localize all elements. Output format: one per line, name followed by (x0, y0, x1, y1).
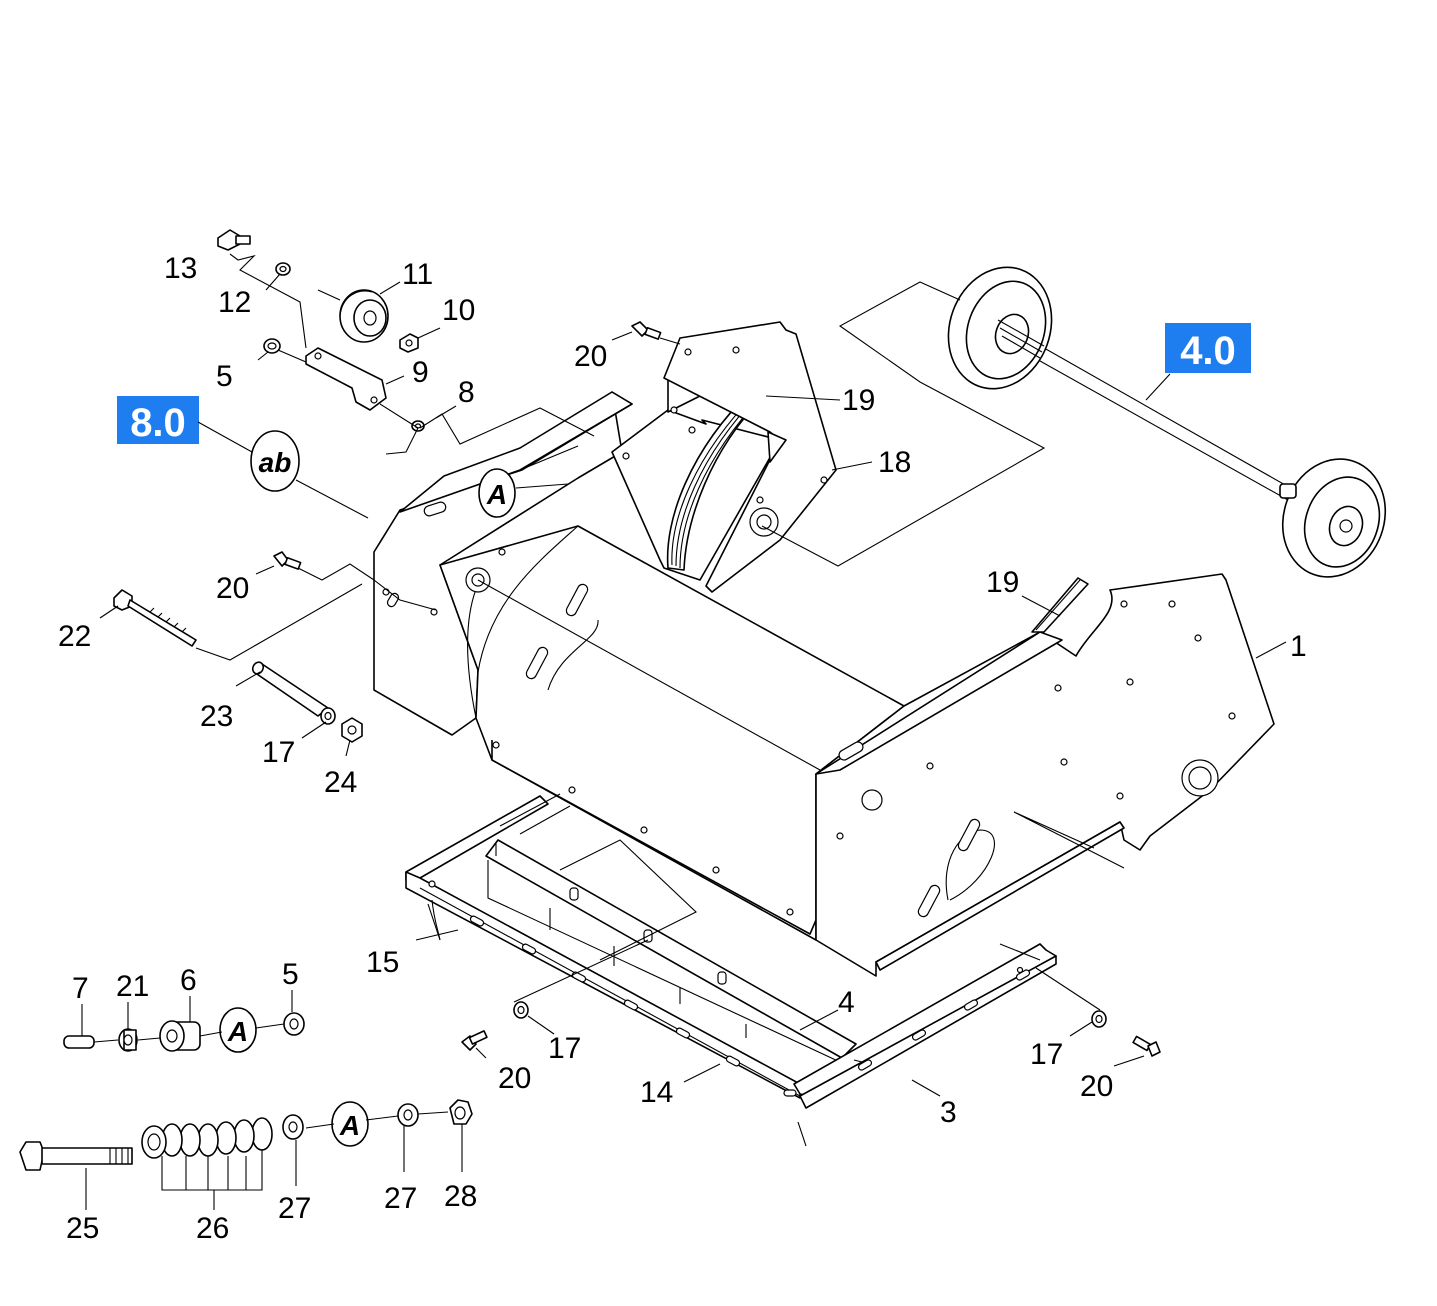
marker-a-lower-label: A (339, 1110, 360, 1141)
callout-23[interactable]: 23 (200, 700, 233, 733)
callout-27-left[interactable]: 27 (278, 1192, 311, 1225)
badge-8-0-background (117, 396, 199, 444)
rear-panel-18 (663, 321, 837, 593)
screw-20-bottom-right (1132, 1035, 1161, 1057)
marker-a-lower: A (331, 1101, 369, 1147)
callout-17-middle[interactable]: 17 (548, 1032, 581, 1065)
callout-9[interactable]: 9 (412, 356, 429, 389)
callout-24[interactable]: 24 (324, 766, 357, 799)
callout-17-right[interactable]: 17 (1030, 1038, 1063, 1071)
assembly-badge-4-0[interactable]: 4.0 (1165, 323, 1251, 373)
marker-a-upper-label: A (486, 479, 507, 510)
washer-17-left (320, 707, 336, 725)
nut-24 (341, 717, 363, 743)
callout-6[interactable]: 6 (180, 964, 197, 997)
callout-19-lower[interactable]: 19 (986, 566, 1019, 599)
washer-27-left (282, 1114, 304, 1140)
badge-8-0-label: 8.0 (130, 401, 186, 445)
callout-20-bottom-right[interactable]: 20 (1080, 1070, 1113, 1103)
callout-11[interactable]: 11 (402, 258, 433, 291)
callout-8[interactable]: 8 (458, 376, 475, 409)
callout-28[interactable]: 28 (444, 1180, 477, 1213)
callout-20-left[interactable]: 20 (216, 572, 249, 605)
washer-12 (275, 262, 291, 276)
marker-ab: ab (250, 430, 300, 492)
callout-1[interactable]: 1 (1290, 630, 1307, 663)
screw-20-left (273, 551, 302, 570)
bushing-21 (118, 1028, 138, 1052)
washer-17-right (1091, 1010, 1107, 1028)
washer-5-upper (263, 338, 281, 354)
callout-27-right[interactable]: 27 (384, 1182, 417, 1215)
callout-26[interactable]: 26 (196, 1212, 229, 1245)
wiper-strip-19-lower (1031, 577, 1089, 633)
nut-10 (399, 333, 419, 353)
callout-12[interactable]: 12 (218, 286, 251, 319)
assembly-badge-8-0[interactable]: 8.0 (117, 396, 199, 445)
sleeve-23 (251, 661, 329, 717)
bracket-9 (305, 347, 387, 411)
callout-22[interactable]: 22 (58, 620, 91, 653)
pin-7 (63, 1035, 95, 1049)
bolt-25 (19, 1141, 133, 1171)
callout-3[interactable]: 3 (940, 1096, 957, 1129)
callout-4[interactable]: 4 (838, 986, 855, 1019)
callout-14[interactable]: 14 (640, 1076, 673, 1109)
marker-a-upper: A (478, 468, 516, 518)
marker-a-middle: A (219, 1007, 257, 1053)
badge-4-0-background (1165, 323, 1251, 373)
callout-25[interactable]: 25 (66, 1212, 99, 1245)
callout-5-upper[interactable]: 5 (216, 360, 233, 393)
leader-lines (81, 253, 1287, 1210)
callout-5-lower[interactable]: 5 (282, 958, 299, 991)
callout-7[interactable]: 7 (72, 972, 89, 1005)
callout-19-upper[interactable]: 19 (842, 384, 875, 417)
bolt-13 (217, 229, 251, 251)
marker-ab-label: ab (259, 447, 292, 478)
badge-4-0-label: 4.0 (1180, 329, 1236, 373)
screw-20-top (631, 321, 662, 340)
screw-20-bottom-left (461, 1030, 488, 1051)
callout-17-left[interactable]: 17 (262, 736, 295, 769)
callout-numbers: 13 12 11 10 5 9 8 20 19 18 20 22 23 17 2… (58, 252, 1307, 1245)
washer-27-right (397, 1103, 419, 1127)
wheel-axle-assembly (947, 266, 1387, 578)
callout-10[interactable]: 10 (442, 294, 475, 327)
callout-20-bottom-left[interactable]: 20 (498, 1062, 531, 1095)
spacer-stack-26 (141, 1117, 273, 1159)
callout-20-top[interactable]: 20 (574, 340, 607, 373)
roller-11 (339, 289, 389, 343)
frame-rail-3 (793, 943, 1057, 1147)
callout-13[interactable]: 13 (164, 252, 197, 285)
roller-6 (159, 1020, 201, 1052)
callout-15[interactable]: 15 (366, 946, 399, 979)
inner-strip-4 (485, 793, 857, 1063)
washer-17-middle (513, 1001, 529, 1019)
bolt-22 (113, 589, 197, 647)
nut-28 (449, 1099, 473, 1125)
callout-18[interactable]: 18 (878, 446, 911, 479)
callout-21[interactable]: 21 (116, 970, 149, 1003)
main-housing (439, 525, 905, 941)
washer-5-lower (283, 1012, 305, 1036)
right-side-panel-1 (815, 573, 1275, 977)
marker-a-middle-label: A (227, 1016, 248, 1047)
